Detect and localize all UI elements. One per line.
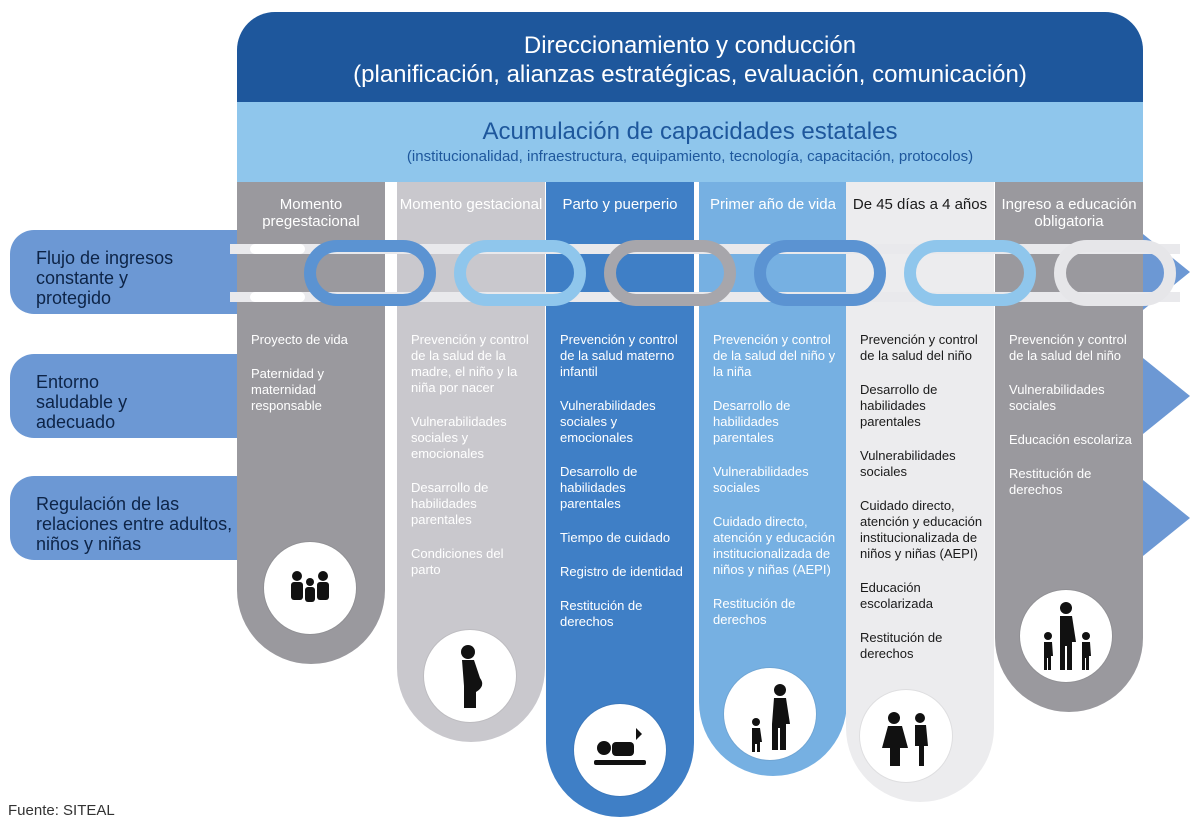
list-item: Desarrollo de habilidades parentales [560,464,638,511]
capacidades-banner: Acumulación de capacidades estatales (in… [237,102,1143,182]
capacidades-subtitle: (institucionalidad, infraestructura, equ… [406,148,974,165]
list-item: Prevención y control de la salud del niñ… [1009,332,1127,363]
direccionamiento-banner: Direccionamiento y conducción (planifica… [237,12,1143,102]
column-title: Momento gestacional [399,196,543,213]
list-item: Tiempo de cuidado [560,530,671,545]
list-item: Prevención y control de la salud del niñ… [713,332,836,379]
list-item: Cuidado directo, atención y educación in… [860,498,983,561]
list-item: Condiciones del parto [411,546,504,577]
column-items: Prevención y control de la salud del niñ… [1009,332,1133,516]
direccionamiento-title: Direccionamiento y conducción [523,32,857,59]
list-item: Registro de identidad [560,564,683,579]
arrow-tip-regulacion [1138,476,1190,560]
column-title: De 45 días a 4 años [852,196,988,213]
column-items: Proyecto de vida Paternidad y maternidad… [251,332,375,432]
list-item: Desarrollo de habilidades parentales [713,398,791,445]
list-item: Restitución de derechos [1009,466,1092,497]
family-icon [264,542,356,634]
list-item: Restitución de derechos [560,598,643,629]
list-item: Prevención y control de la salud de la m… [411,332,529,395]
list-item: Prevención y control de la salud del niñ… [860,332,978,363]
column-title: Parto y puerperio [562,196,678,213]
list-item: Restitución de derechos [713,596,796,627]
list-item: Educación escolariza [1009,432,1132,447]
list-item: Prevención y control de la salud materno… [560,332,678,379]
column-title: Ingreso a educación obligatoria [1001,196,1137,230]
list-item: Desarrollo de habilidades parentales [411,480,489,527]
chain-band [230,240,1180,306]
list-item: Paternidad y maternidad responsable [251,366,324,413]
parent-toddler-icon [860,690,952,782]
list-item: Desarrollo de habilidades parentales [860,382,938,429]
family-walking-icon [1020,590,1112,682]
source-note: Fuente: SITEAL [8,802,115,819]
arrow-ingresos: Flujo de ingresos constante y protegido [10,230,240,314]
column-items: Prevención y control de la salud de la m… [411,332,535,596]
column-title: Primer año de vida [710,196,836,213]
list-item: Vulnerabilidades sociales [1009,382,1105,413]
column-items: Prevención y control de la salud materno… [560,332,684,648]
label-entorno: Entorno saludable y adecuado [36,372,128,432]
direccionamiento-subtitle: (planificación, alianzas estratégicas, e… [353,61,1027,88]
list-item: Educación escolarizada [860,580,933,611]
list-item: Vulnerabilidades sociales y emocionales [560,398,656,445]
column-title: Momento pregestacional [262,196,360,230]
column-items: Prevención y control de la salud del niñ… [713,332,837,646]
list-item: Cuidado directo, atención y educación in… [713,514,836,577]
capacidades-title: Acumulación de capacidades estatales [482,118,898,145]
list-item: Restitución de derechos [860,630,943,661]
arrow-entorno: Entorno saludable y adecuado [10,354,240,438]
baby-changing-icon [574,704,666,796]
list-item: Vulnerabilidades sociales [860,448,956,479]
list-item: Proyecto de vida [251,332,348,347]
list-item: Vulnerabilidades sociales y emocionales [411,414,507,461]
pregnant-woman-icon [424,630,516,722]
arrow-regulacion: Regulación de las relaciones entre adult… [10,476,240,560]
column-items: Prevención y control de la salud del niñ… [860,332,984,680]
column-gestacional: Momento gestacional Prevención y control… [397,182,545,742]
adult-child-icon [724,668,816,760]
label-regulacion: Regulación de las relaciones entre adult… [36,494,233,554]
arrow-tip-entorno [1138,354,1190,438]
label-ingresos: Flujo de ingresos constante y protegido [36,248,174,308]
list-item: Vulnerabilidades sociales [713,464,809,495]
